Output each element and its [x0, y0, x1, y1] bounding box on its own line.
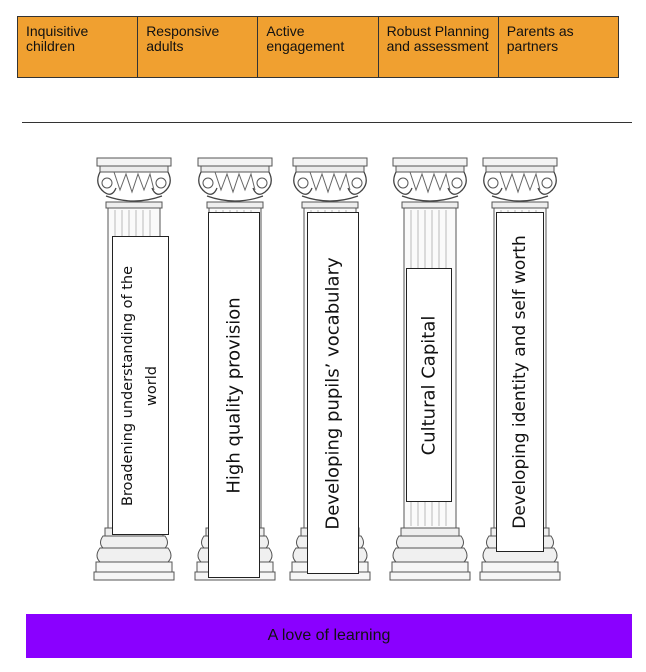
pillar-label-identity-self-worth: Developing identity and self worth [496, 212, 544, 552]
principle-active-engagement: Active engagement [257, 16, 379, 78]
pillar-label-3-text: Developing pupils’ vocabulary [322, 256, 344, 530]
pillar-label-4-text: Cultural Capital [418, 315, 440, 455]
principle-responsive-adults: Responsive adults [137, 16, 259, 78]
principle-robust-planning: Robust Planning and assessment [377, 16, 499, 78]
foundation-banner: A love of learning [26, 614, 632, 658]
pillar-label-1-line-2: world [144, 365, 161, 406]
pillar-label-1-line-1: Broadening understanding of the [120, 265, 137, 506]
principles-table: Inquisitive children Responsive adults A… [16, 16, 620, 78]
pillar-label-5-text: Developing identity and self worth [510, 235, 530, 529]
principle-parents-as-partners: Parents as partners [497, 16, 620, 78]
principle-inquisitive-children: Inquisitive children [16, 16, 139, 78]
pillar-label-high-quality-provision: High quality provision [208, 212, 260, 578]
pillar-label-cultural-capital: Cultural Capital [406, 268, 452, 502]
foundation-text: A love of learning [267, 627, 391, 644]
pillar-label-developing-vocabulary: Developing pupils’ vocabulary [307, 212, 359, 574]
divider-line [22, 122, 632, 123]
pillar-label-broadening-understanding: Broadening understanding of the world [112, 236, 169, 535]
pillar-label-2-text: High quality provision [223, 296, 245, 494]
